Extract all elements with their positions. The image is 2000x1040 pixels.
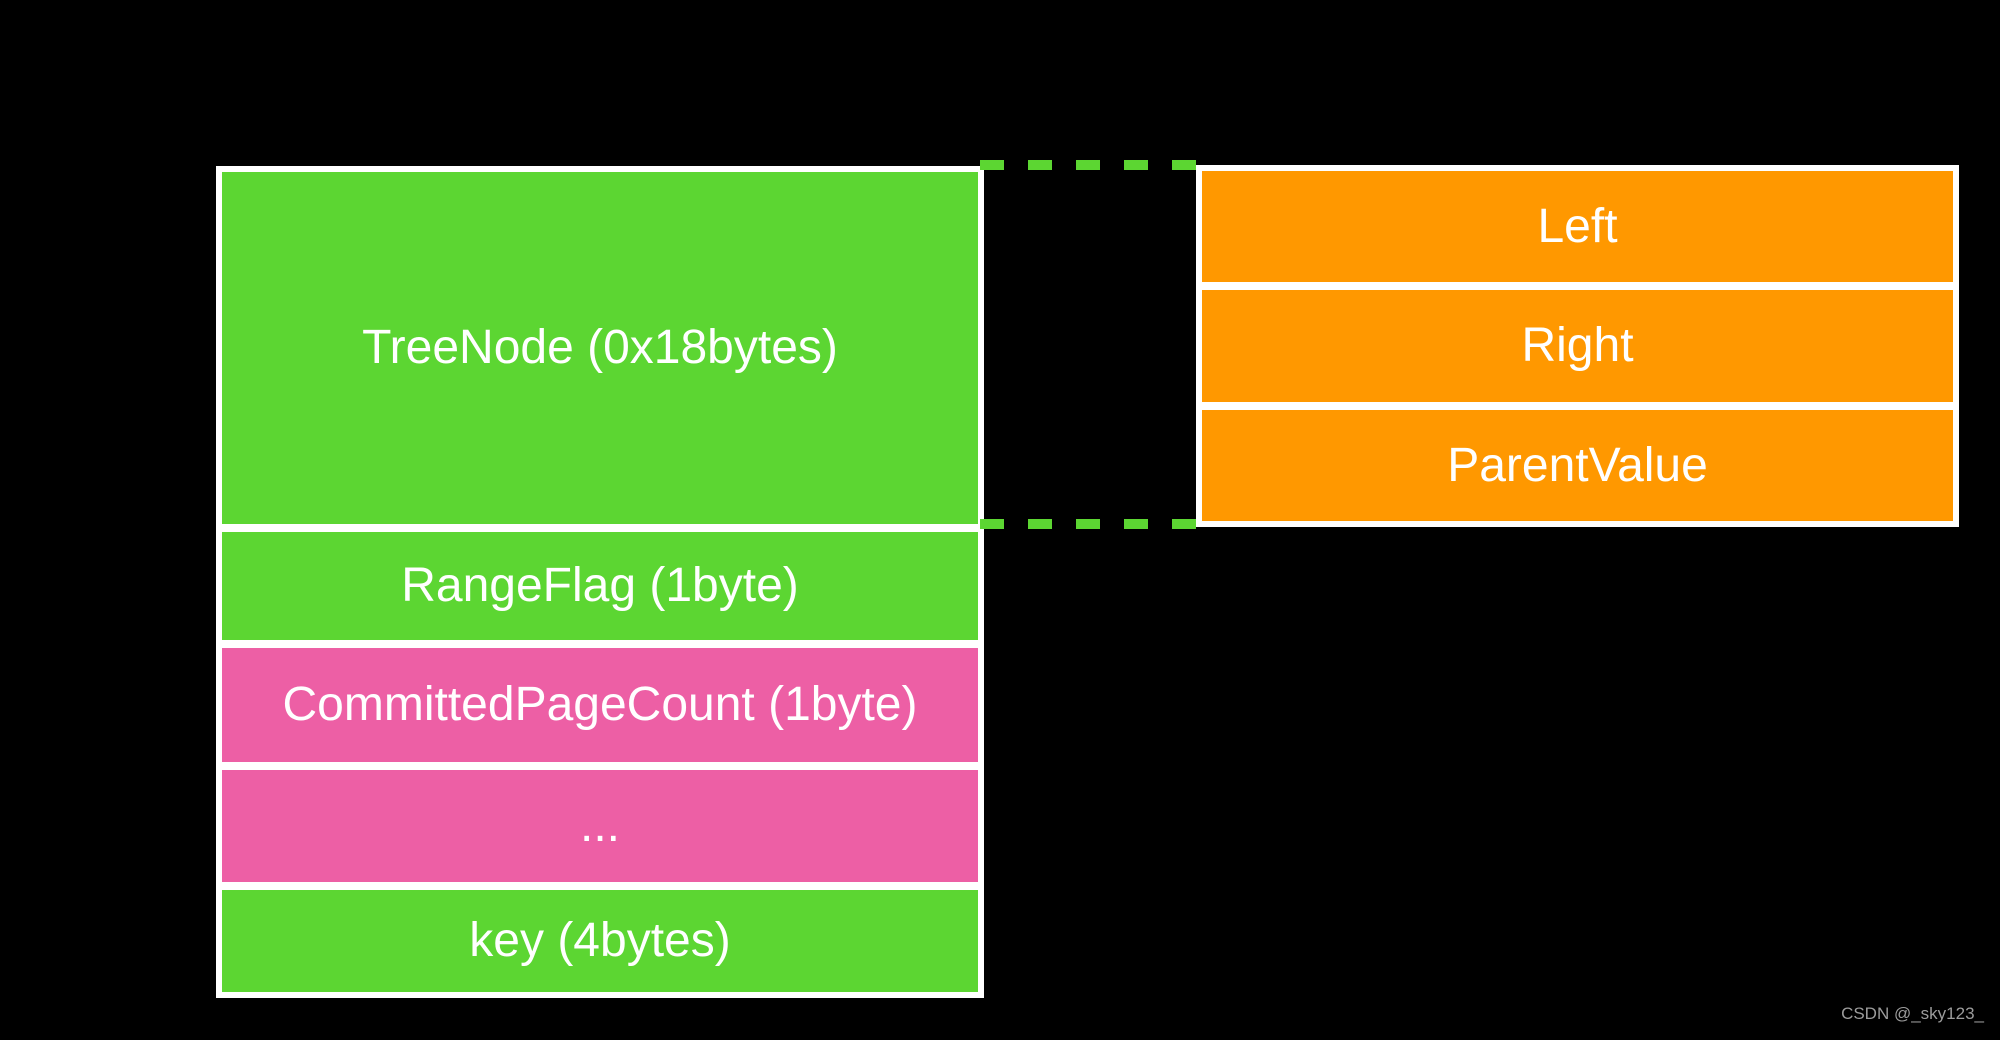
treenode-expansion-block: Left Right ParentValue xyxy=(1196,165,1959,527)
row-rangeflag: RangeFlag (1byte) xyxy=(222,532,978,640)
row-right: Right xyxy=(1202,290,1953,402)
watermark: CSDN @_sky123_ xyxy=(1841,1004,1984,1023)
row-key: key (4bytes) xyxy=(222,890,978,992)
treenode-struct-block: TreeNode (0x18bytes) RangeFlag (1byte) C… xyxy=(216,166,984,998)
dashed-connector-bottom xyxy=(980,519,1196,529)
row-treenode: TreeNode (0x18bytes) xyxy=(222,172,978,524)
row-committedpagecount: CommittedPageCount (1byte) xyxy=(222,648,978,762)
row-ellipsis: ... xyxy=(222,770,978,882)
dashed-connector-top xyxy=(980,160,1196,170)
row-left: Left xyxy=(1202,171,1953,282)
row-parentvalue: ParentValue xyxy=(1202,410,1953,521)
